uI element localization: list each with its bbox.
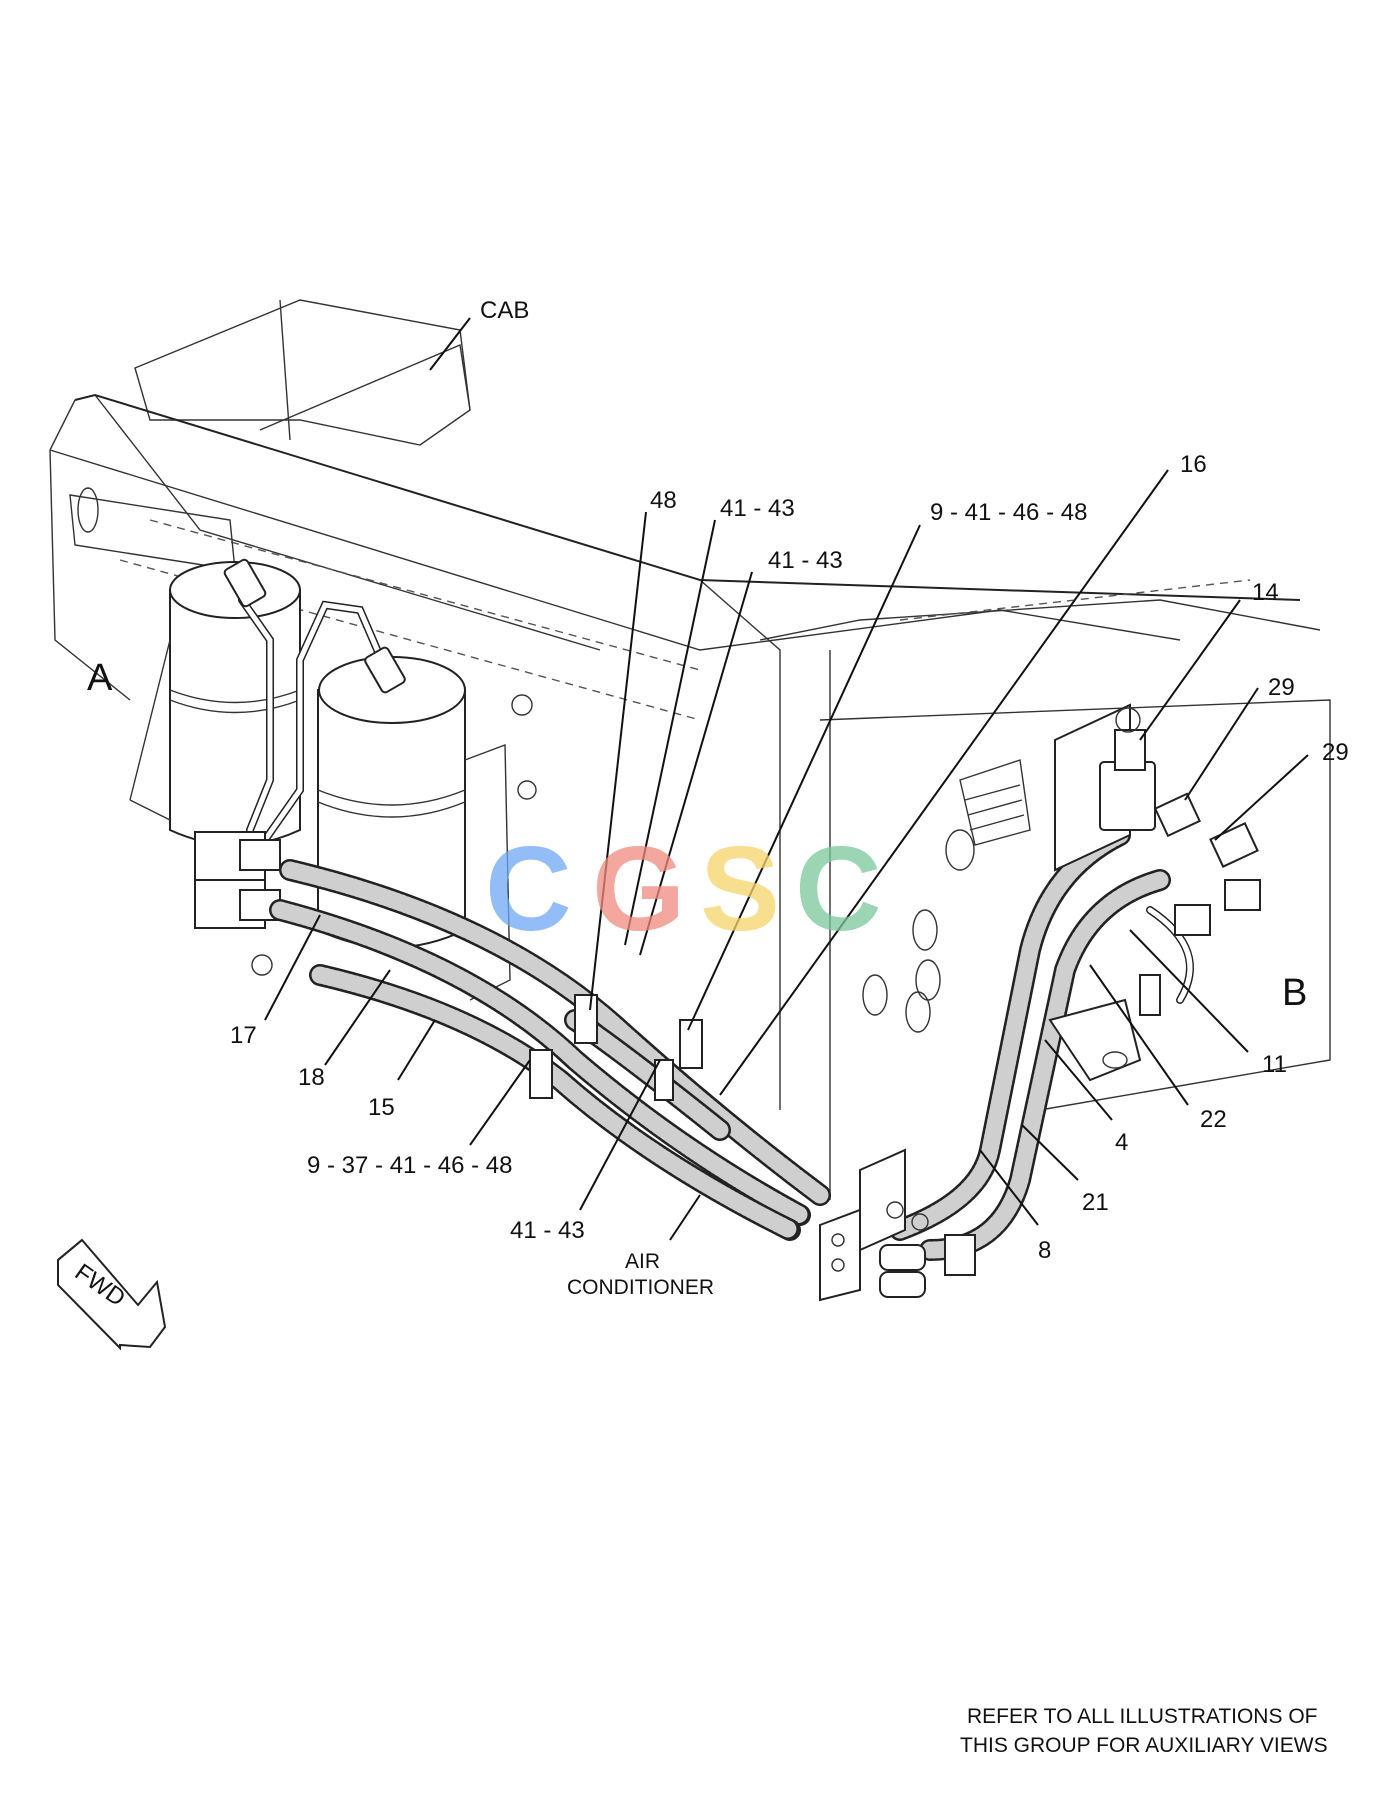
view-label-a: A: [87, 657, 113, 699]
note-line1: REFER TO ALL ILLUSTRATIONS OF: [967, 1705, 1317, 1728]
callout-29-b: 29: [1322, 739, 1349, 766]
bulkhead-plate: [819, 1148, 976, 1302]
callout-48: 48: [650, 487, 677, 514]
callout-14: 14: [1252, 579, 1279, 606]
watermark-letter: S: [700, 822, 780, 956]
callout-9-41-46-48: 9 - 41 - 46 - 48: [930, 499, 1087, 526]
callout-41-43-bottom: 41 - 43: [510, 1217, 585, 1244]
watermark-letter: G: [592, 822, 685, 956]
callout-29-a: 29: [1268, 674, 1295, 701]
callout-16: 16: [1180, 451, 1207, 478]
callout-22: 22: [1200, 1106, 1227, 1133]
callout-cab: CAB: [480, 297, 529, 324]
hose-right-run: [889, 824, 1194, 1261]
callout-21: 21: [1082, 1189, 1109, 1216]
leader-lines: [264, 317, 1309, 1241]
callout-11: 11: [1262, 1051, 1287, 1078]
callout-17: 17: [230, 1022, 257, 1049]
callout-18: 18: [298, 1064, 325, 1091]
view-label-b: B: [1282, 972, 1307, 1014]
callout-4: 4: [1115, 1129, 1128, 1156]
callout-41-43-mid: 41 - 43: [768, 547, 843, 574]
callout-15: 15: [368, 1094, 395, 1121]
callout-8: 8: [1038, 1237, 1051, 1264]
forward-arrow-label: FWD: [70, 1259, 130, 1312]
hose-bundle: [269, 859, 831, 1241]
machine-frame-outline: [49, 299, 1331, 1200]
callout-air-line2: CONDITIONER: [567, 1276, 714, 1299]
forward-arrow-icon: FWD: [57, 1238, 167, 1351]
callout-41-43-top: 41 - 43: [720, 495, 795, 522]
watermark-letter: C: [795, 822, 882, 956]
callout-9-37-41-46-48: 9 - 37 - 41 - 46 - 48: [307, 1152, 512, 1179]
note-line2: THIS GROUP FOR AUXILIARY VIEWS: [960, 1734, 1328, 1757]
fitting-block-left: [194, 831, 281, 976]
watermark-letter: C: [485, 822, 572, 956]
callout-air-line1: AIR: [625, 1250, 660, 1273]
receiver-dryer-left: [129, 561, 301, 846]
pressure-switch-assembly: [1048, 703, 1261, 1082]
rigid-tubes: [223, 558, 406, 844]
